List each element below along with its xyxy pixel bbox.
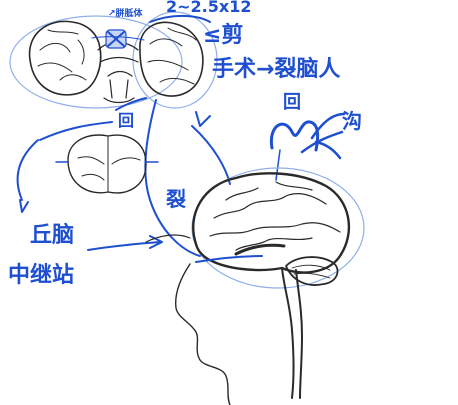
thalamus-label-1: 丘脑: [30, 222, 74, 248]
top-view-brain-sketch: [55, 134, 159, 194]
coronal-brain-sketch: [9, 11, 218, 109]
fissure-label: 裂: [166, 187, 186, 211]
annotation-arrows: [16, 97, 231, 257]
gyrus-right-label: 回: [118, 111, 134, 130]
split-brain-label-2: 手术→裂脑人: [212, 56, 340, 82]
gyrus-sulcus-sketch: [269, 112, 346, 181]
top-note-label: 2~2.5x12: [166, 0, 251, 16]
split-brain-label-1: ≤剪: [203, 22, 243, 48]
gyrus-top-label: 回: [283, 92, 301, 113]
sagittal-brain-sketch: [145, 167, 365, 405]
sulcus-label: 沟: [342, 109, 362, 133]
small-note-label: ↗胼胝体: [108, 7, 144, 19]
thalamus-label-2: 中继站: [8, 262, 74, 288]
